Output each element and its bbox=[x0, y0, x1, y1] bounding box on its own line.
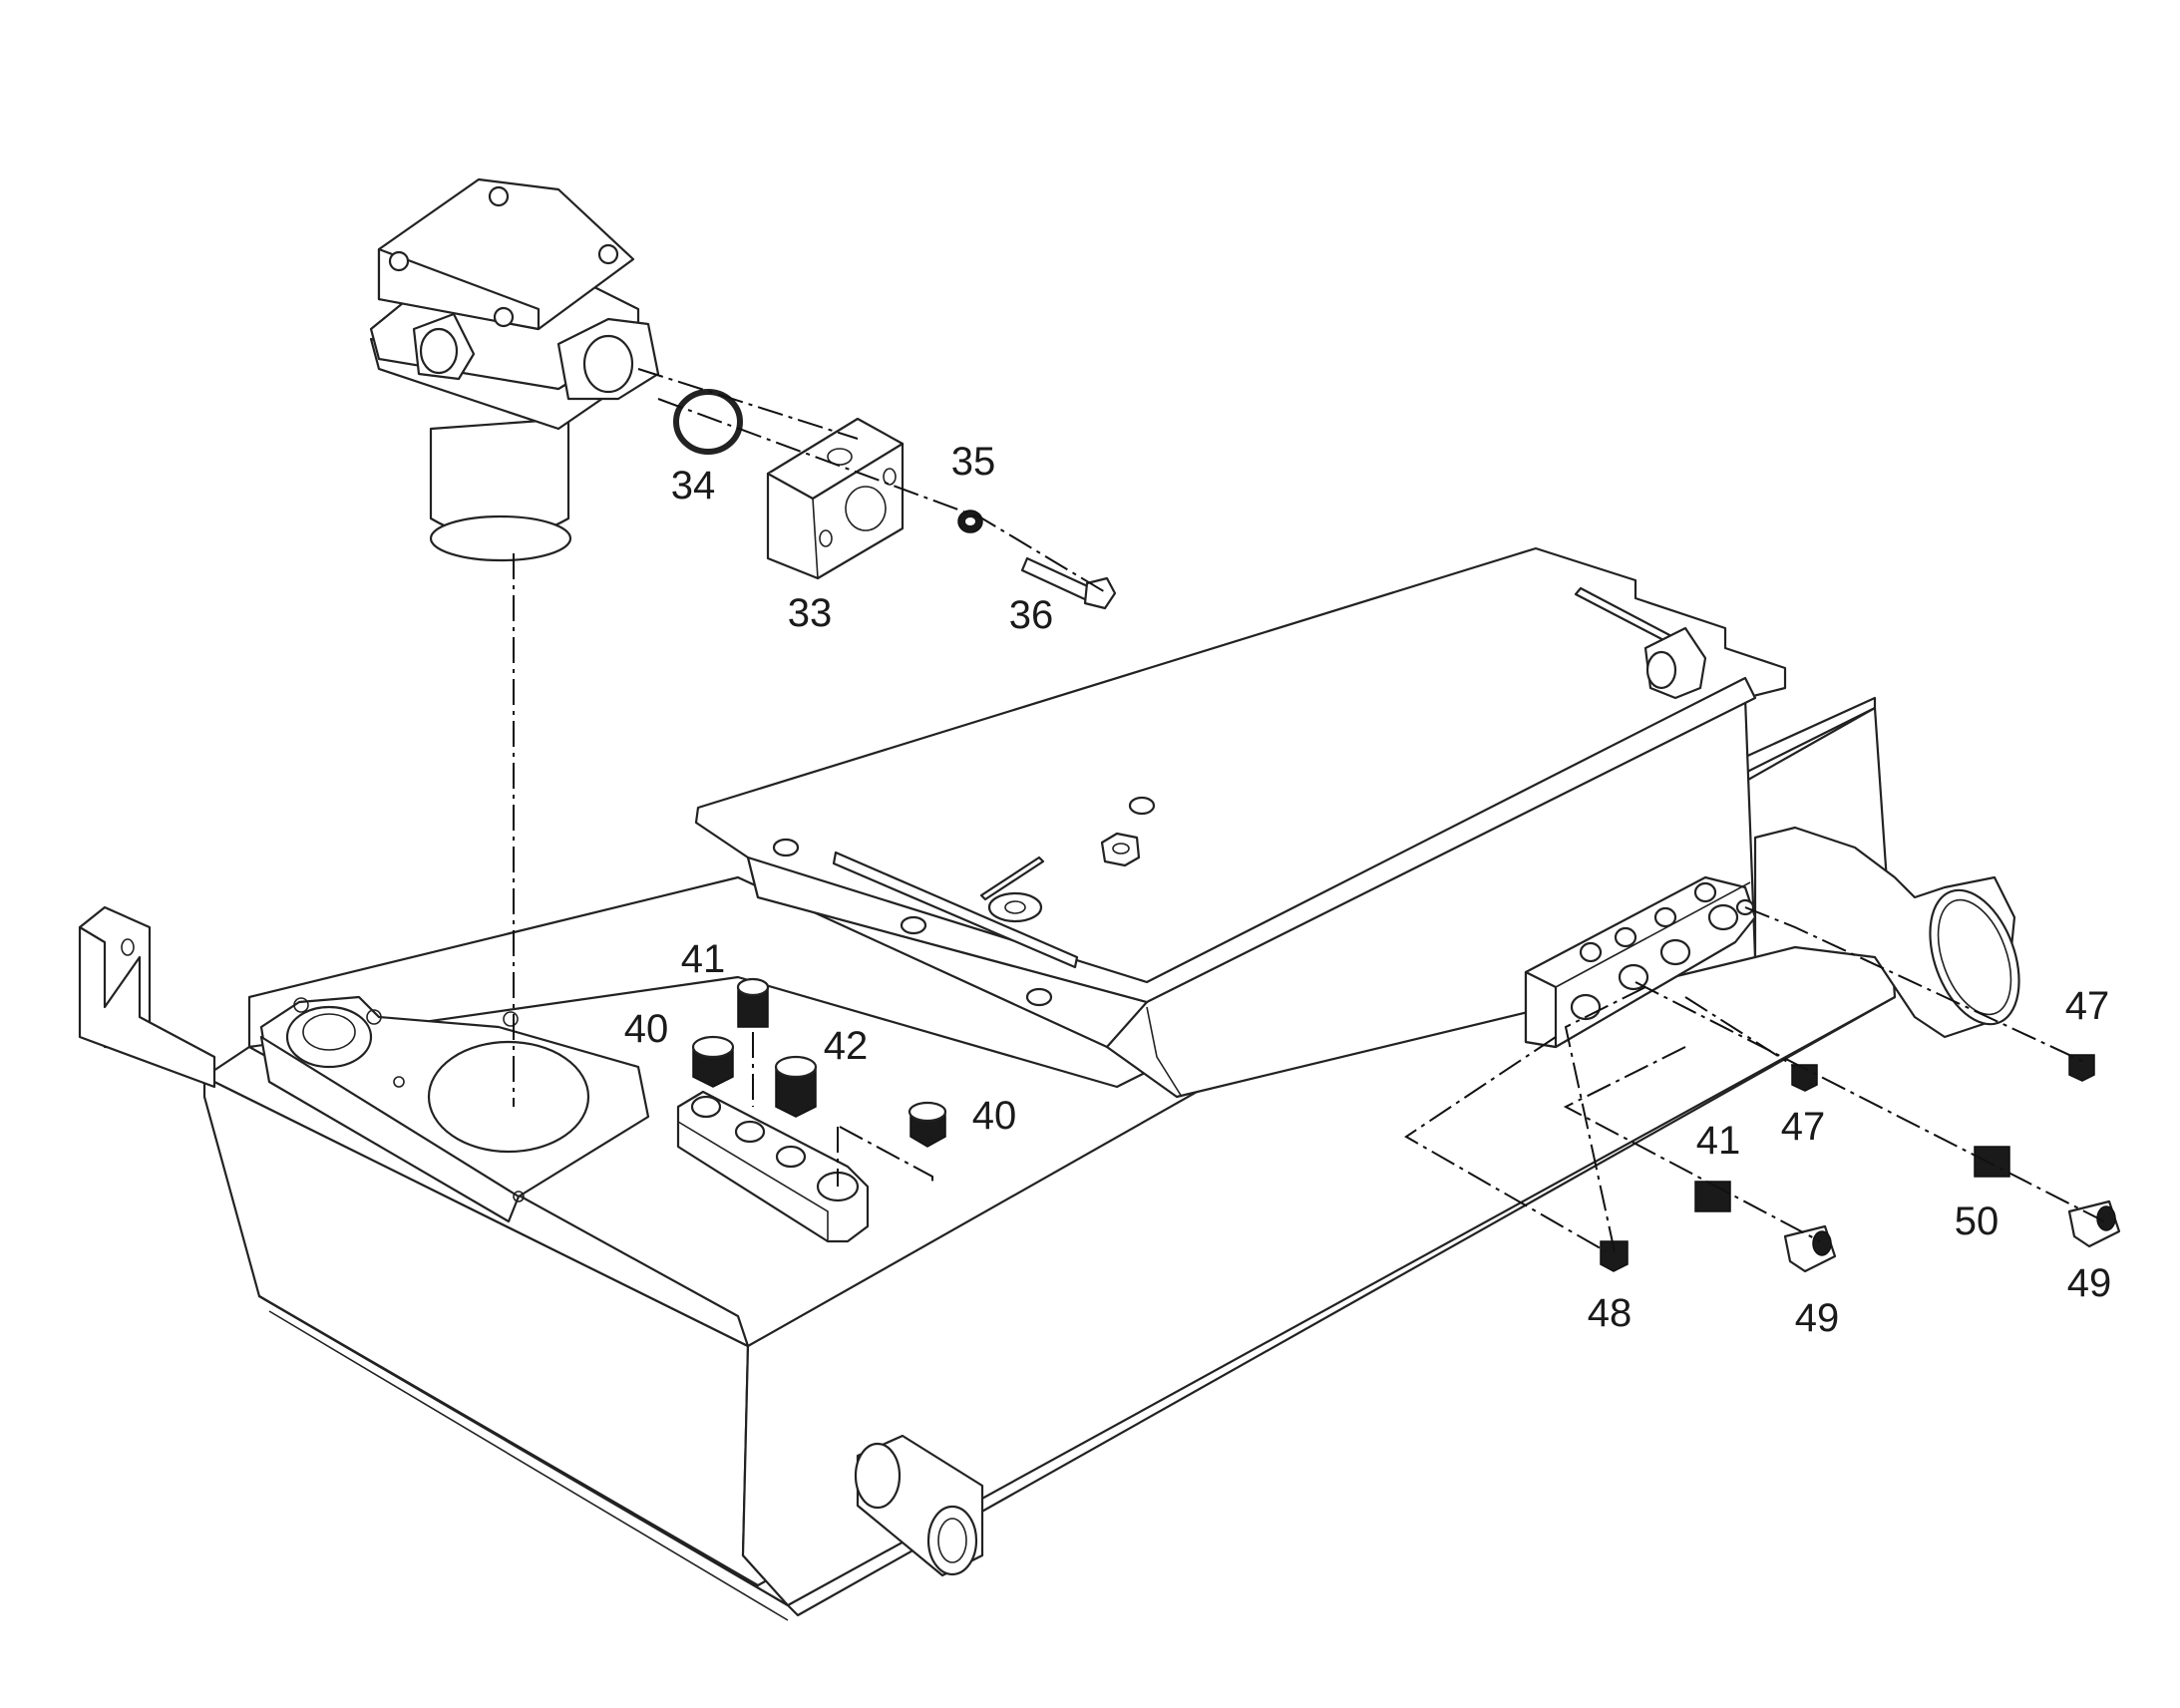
callout-41-right: 41 bbox=[1696, 1119, 1741, 1163]
callout-50: 50 bbox=[1955, 1199, 1999, 1243]
fitting-part-41-right bbox=[1694, 1181, 1731, 1212]
fitting-part-42 bbox=[774, 1055, 818, 1118]
return-filter bbox=[369, 177, 660, 562]
callout-48: 48 bbox=[1588, 1291, 1633, 1335]
fitting-part-41-left bbox=[736, 977, 770, 1028]
callout-47-mid: 47 bbox=[1781, 1105, 1826, 1149]
callout-34: 34 bbox=[671, 464, 716, 508]
callout-40-left: 40 bbox=[624, 1007, 669, 1051]
bolt-part-36 bbox=[1020, 556, 1117, 610]
plug-part-47-mid bbox=[1791, 1064, 1818, 1092]
callout-47-right: 47 bbox=[2065, 984, 2110, 1028]
elbow-part-49-mid bbox=[1783, 1224, 1837, 1273]
plug-part-47-right bbox=[2068, 1054, 2095, 1082]
plug-part-48 bbox=[1600, 1240, 1629, 1272]
hydraulic-tank bbox=[78, 546, 2020, 1621]
adapter-block-part-33 bbox=[766, 417, 905, 580]
callout-40-right: 40 bbox=[972, 1094, 1017, 1138]
callout-42: 42 bbox=[824, 1024, 869, 1068]
o-ring-part-34 bbox=[673, 389, 743, 455]
callout-36: 36 bbox=[1009, 593, 1054, 637]
callout-41-left: 41 bbox=[681, 937, 726, 981]
washer-part-35 bbox=[957, 510, 983, 533]
callout-labels: 33 34 35 36 41 40 42 40 47 47 41 50 49 4… bbox=[624, 440, 2112, 1340]
callout-33: 33 bbox=[788, 591, 833, 635]
callout-49-right: 49 bbox=[2067, 1261, 2112, 1305]
callout-49-mid: 49 bbox=[1795, 1296, 1840, 1340]
plug-part-40-right bbox=[908, 1101, 947, 1148]
fitting-part-50 bbox=[1974, 1146, 2010, 1178]
callout-35: 35 bbox=[951, 440, 996, 484]
leader-lines bbox=[513, 368, 2105, 1257]
elbow-part-49-right bbox=[2067, 1199, 2121, 1248]
plug-part-40-left bbox=[691, 1035, 735, 1088]
